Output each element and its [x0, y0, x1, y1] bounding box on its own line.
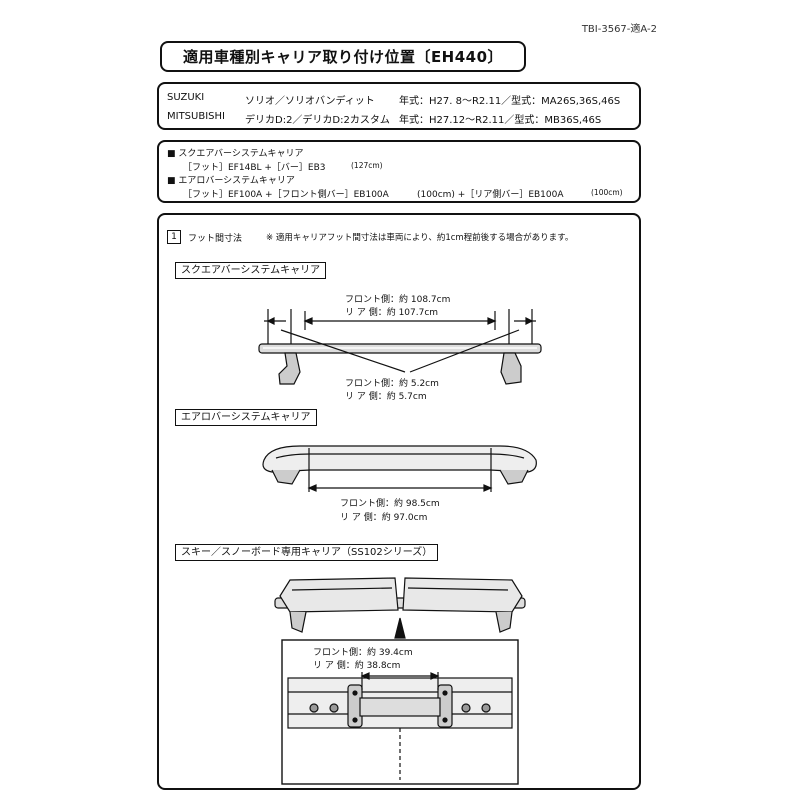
- dimension-panel: [157, 213, 641, 790]
- ski-front-span: フロント側：約 39.4cm: [313, 648, 413, 658]
- left-foot-pad: [278, 352, 301, 385]
- ski-right-clamp: [402, 577, 523, 613]
- left-foot-post: [267, 309, 292, 344]
- vehicle-model: デリカD:2／デリカD:2カスタム: [245, 115, 390, 126]
- aero-carrier-length: (100cm): [591, 188, 623, 197]
- ski-rear-span: リ ア 側：約 38.8cm: [313, 661, 401, 671]
- vehicle-model: ソリオ／ソリオバンディット: [245, 96, 375, 107]
- section-title: フット間寸法: [188, 234, 243, 244]
- square-rear-offset: リ ア 側：約 5.7cm: [345, 392, 427, 402]
- square-carrier-heading: ■ スクエアバーシステムキャリア: [167, 149, 304, 159]
- vehicle-maker: SUZUKI: [167, 92, 205, 103]
- vehicle-year-type: 年式：H27.12〜R2.11／型式：MB36S,46S: [399, 115, 602, 126]
- square-carrier-length: (127cm): [351, 161, 383, 170]
- ski-carrier-drawing: [274, 577, 526, 785]
- ski-pointer-arrow: [394, 617, 406, 639]
- page-title: 適用車種別キャリア取り付け位置〔EH440〕: [160, 41, 526, 72]
- aero-rear-span: リ ア 側：約 97.0cm: [340, 513, 428, 523]
- square-rear-span: リ ア 側：約 107.7cm: [345, 308, 439, 318]
- square-front-span: フロント側：約 108.7cm: [345, 295, 451, 305]
- aero-carrier-drawing: [262, 445, 537, 492]
- right-foot-pad: [500, 352, 522, 385]
- vehicle-maker: MITSUBISHI: [167, 111, 225, 122]
- vehicle-year-type: 年式：H27. 8〜R2.11／型式：MA26S,36S,46S: [399, 96, 621, 107]
- aero-bar: [262, 445, 537, 473]
- right-foot-post: [508, 309, 533, 344]
- square-carrier-parts: ［フット］EF14BL +［バー］EB3: [183, 163, 326, 173]
- section-note: ※ 適用キャリアフット間寸法は車両により、約1cm程前後する場合があります。: [266, 233, 574, 243]
- aero-carrier-parts: ［フット］EF100A +［フロント側バー］EB100A: [183, 190, 389, 200]
- document-id: TBI-3567-適A-2: [581, 24, 657, 35]
- square-carrier-drawing: [258, 309, 542, 385]
- aero-carrier-heading: ■ エアロバーシステムキャリア: [167, 176, 295, 186]
- aero-right-foot: [499, 469, 529, 485]
- ski-carrier-label: スキー／スノーボード専用キャリア（SS102シリーズ）: [175, 544, 439, 561]
- aero-carrier-label: エアロバーシステムキャリア: [175, 409, 317, 426]
- vehicle-list: SUZUKI ソリオ／ソリオバンディット 年式：H27. 8〜R2.11／型式：…: [157, 82, 641, 130]
- carrier-list: ■ スクエアバーシステムキャリア ［フット］EF14BL +［バー］EB3 (1…: [157, 140, 641, 203]
- aero-left-foot: [271, 469, 301, 485]
- ski-left-clamp: [279, 577, 399, 613]
- square-front-offset: フロント側：約 5.2cm: [345, 379, 439, 389]
- aero-front-span: フロント側：約 98.5cm: [340, 499, 440, 509]
- aero-carrier-parts-rear: (100cm) +［リア側バー］EB100A: [417, 190, 564, 200]
- section-number: 1: [167, 230, 181, 244]
- square-carrier-label: スクエアバーシステムキャリア: [175, 262, 327, 279]
